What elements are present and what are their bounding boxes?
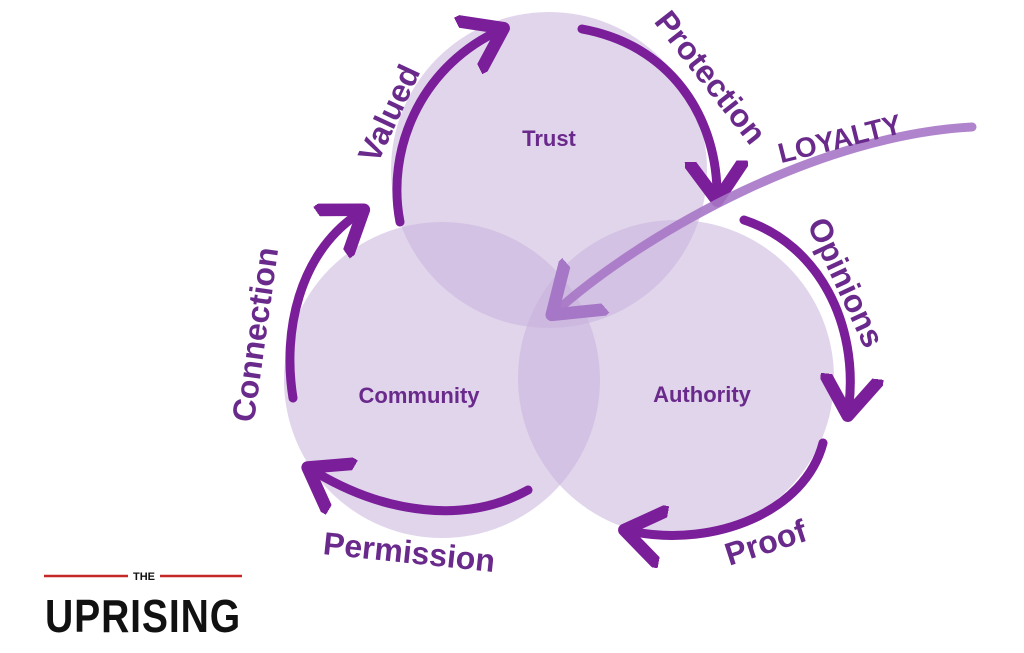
valued-arrow [392,33,494,227]
community-circle [284,222,600,538]
loyalty-label: LOYALTY [775,108,905,169]
authority-label: Authority [653,382,752,407]
connection-label: Connection [225,245,285,424]
protection-arrow [577,24,717,190]
community-label: Community [359,383,481,408]
permission-arrow [317,473,533,516]
loyalty-arrow [562,122,977,306]
authority-circle [518,220,834,536]
trust-label: Trust [522,126,576,151]
opinions-arrow [739,215,850,405]
logo-uprising: UPRISING [45,590,241,642]
uprising-logo: THE UPRISING [44,571,242,642]
connection-arrow [285,216,355,403]
cycle-arrows [285,24,850,535]
proof-arrow [635,438,828,535]
venn-circles [284,12,834,538]
logo-the: THE [133,571,155,583]
